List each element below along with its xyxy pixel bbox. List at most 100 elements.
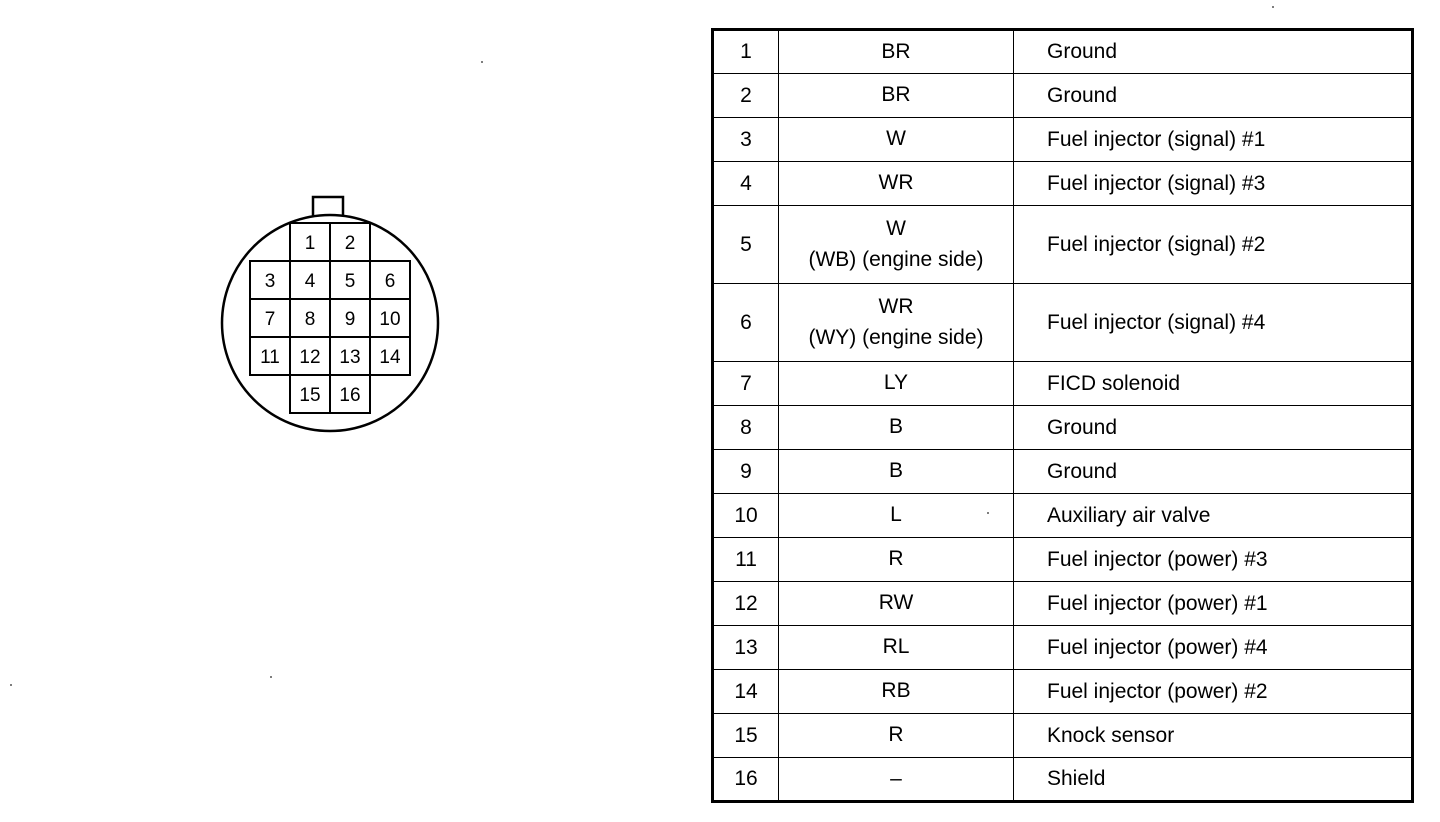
wire-color: W: [886, 217, 906, 241]
function-cell: Fuel injector (power) #1: [1013, 581, 1413, 626]
table-row: 15 R Knock sensor: [712, 713, 1413, 758]
pin-number-cell: 4: [712, 161, 779, 206]
wire-color: L: [890, 503, 902, 527]
pin-label: 2: [345, 233, 356, 254]
wire-color: R: [888, 547, 904, 571]
pin-number-cell: 1: [712, 29, 779, 74]
function-cell: Ground: [1013, 405, 1413, 450]
wire-color-cell: WR(WY) (engine side): [778, 283, 1014, 362]
pin-number-cell: 7: [712, 361, 779, 406]
pin-number-cell: 8: [712, 405, 779, 450]
pin-cell: [329, 374, 371, 414]
table-row: 1 BR Ground: [712, 29, 1413, 74]
wire-color: BR: [881, 39, 911, 63]
wire-color: BR: [881, 83, 911, 107]
wire-color: B: [888, 459, 903, 483]
wire-color-cell: W (WB) (engine side): [778, 205, 1014, 284]
wire-color-cell: RL: [778, 625, 1014, 670]
function-cell: Auxiliary air valve: [1013, 493, 1413, 538]
wire-color-cell: RB: [778, 669, 1014, 714]
pin-cell: [369, 336, 411, 376]
wire-color-cell: R: [778, 713, 1014, 758]
pin-label: 15: [299, 385, 320, 406]
pin-label: 16: [339, 385, 360, 406]
table-row: 8 B Ground: [712, 405, 1413, 450]
wire-color-cell: LY: [778, 361, 1014, 406]
table-row: 12 RW Fuel injector (power) #1: [712, 581, 1413, 626]
pin-number-cell: 15: [712, 713, 779, 758]
function-cell: FICD solenoid: [1013, 361, 1413, 406]
pin-label: 4: [305, 271, 316, 292]
function-cell: Shield: [1013, 757, 1413, 802]
wire-color: RB: [881, 679, 911, 703]
wire-color: WR: [878, 171, 914, 195]
function-cell: Fuel injector (signal) #3: [1013, 161, 1413, 206]
scan-speck: [481, 61, 483, 63]
wire-color: WR: [878, 295, 914, 319]
function-cell: Knock sensor: [1013, 713, 1413, 758]
wire-color-cell: BR: [778, 29, 1014, 74]
pin-number-cell: 16: [712, 757, 779, 802]
function-cell: Fuel injector (power) #4: [1013, 625, 1413, 670]
pin-label: 9: [345, 309, 356, 330]
pin-number-cell: 3: [712, 117, 779, 162]
wire-color: RL: [882, 635, 910, 659]
wire-color-cell: L: [778, 493, 1014, 538]
function-cell: Fuel injector (signal) #4: [1013, 283, 1413, 362]
function-cell: Fuel injector (signal) #1: [1013, 117, 1413, 162]
function-cell: Ground: [1013, 29, 1413, 74]
pin-label: 6: [385, 271, 396, 292]
wire-color: LY: [883, 371, 909, 395]
pin-label: 14: [379, 347, 401, 368]
scan-speck: [1272, 6, 1274, 8]
pin-number-cell: 6: [712, 283, 779, 362]
pin-number-cell: 13: [712, 625, 779, 670]
pin-label: 13: [339, 347, 360, 368]
pin-cell: [289, 374, 331, 414]
pin-cell: [249, 298, 291, 338]
table-row: 10 L Auxiliary air valve: [712, 493, 1413, 538]
pin-label: 1: [305, 233, 316, 254]
wire-color-cell: B: [778, 449, 1014, 494]
table-row: 14 RB Fuel injector (power) #2: [712, 669, 1413, 714]
table-row: 7 LY FICD solenoid: [712, 361, 1413, 406]
table-row: 2 BR Ground: [712, 73, 1413, 118]
wire-color-cell: RW: [778, 581, 1014, 626]
pin-number-cell: 12: [712, 581, 779, 626]
scan-speck: [987, 512, 989, 514]
pin-label: 8: [305, 309, 316, 330]
pin-number-cell: 10: [712, 493, 779, 538]
pin-cell: [329, 222, 371, 262]
function-cell: Fuel injector (power) #3: [1013, 537, 1413, 582]
function-cell: Ground: [1013, 73, 1413, 118]
scan-speck: [270, 676, 272, 678]
wire-color: B: [888, 415, 903, 439]
wire-color-cell: BR: [778, 73, 1014, 118]
wire-color-cell: –: [778, 757, 1014, 802]
pin-label: 3: [265, 271, 276, 292]
table-row: 13 RL Fuel injector (power) #4: [712, 625, 1413, 670]
pin-number-cell: 2: [712, 73, 779, 118]
pin-label: 12: [299, 347, 320, 368]
wire-color-note: (WB) (engine side): [808, 247, 984, 271]
function-cell: Fuel injector (power) #2: [1013, 669, 1413, 714]
pin-label: 5: [345, 271, 356, 292]
wire-color: –: [890, 766, 902, 790]
pin-label: 11: [260, 347, 280, 368]
pin-number-cell: 11: [712, 537, 779, 582]
wire-color-cell: W: [778, 117, 1014, 162]
pin-number-cell: 14: [712, 669, 779, 714]
function-cell: Fuel injector (signal) #2: [1013, 205, 1413, 284]
wire-color: R: [888, 723, 904, 747]
table-row: 3 W Fuel injector (signal) #1: [712, 117, 1413, 162]
wire-color: W: [886, 127, 906, 151]
table-row: 4 WR Fuel injector (signal) #3: [712, 161, 1413, 206]
wire-color: RW: [878, 591, 914, 615]
function-cell: Ground: [1013, 449, 1413, 494]
